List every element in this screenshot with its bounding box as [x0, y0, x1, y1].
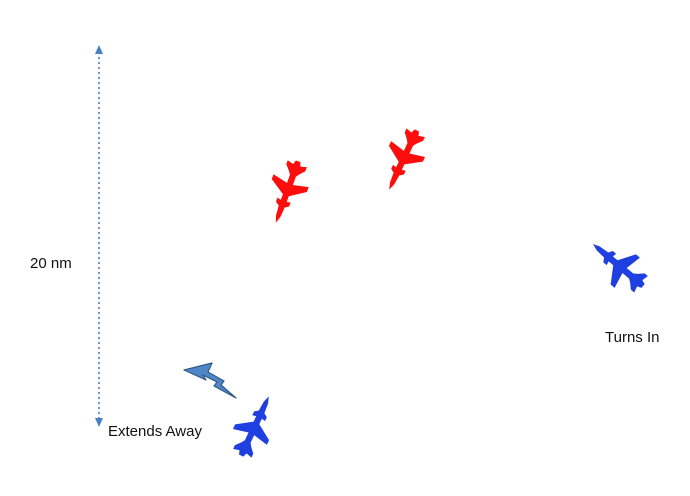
blue-fighter-jet-icon — [580, 228, 656, 302]
red-fighter-jet-icon — [372, 122, 434, 198]
distance-label: 20 nm — [30, 255, 72, 272]
turns-in-label: Turns In — [605, 329, 660, 346]
distance-measure — [95, 45, 103, 427]
arrowhead-bottom-icon — [95, 418, 103, 427]
red-fighter-jet-icon — [258, 154, 316, 230]
arrowhead-top-icon — [95, 45, 103, 54]
extends-away-label: Extends Away — [108, 423, 202, 440]
lightning-bolt-icon — [183, 362, 237, 399]
blue-fighter-jet-icon — [224, 388, 286, 464]
